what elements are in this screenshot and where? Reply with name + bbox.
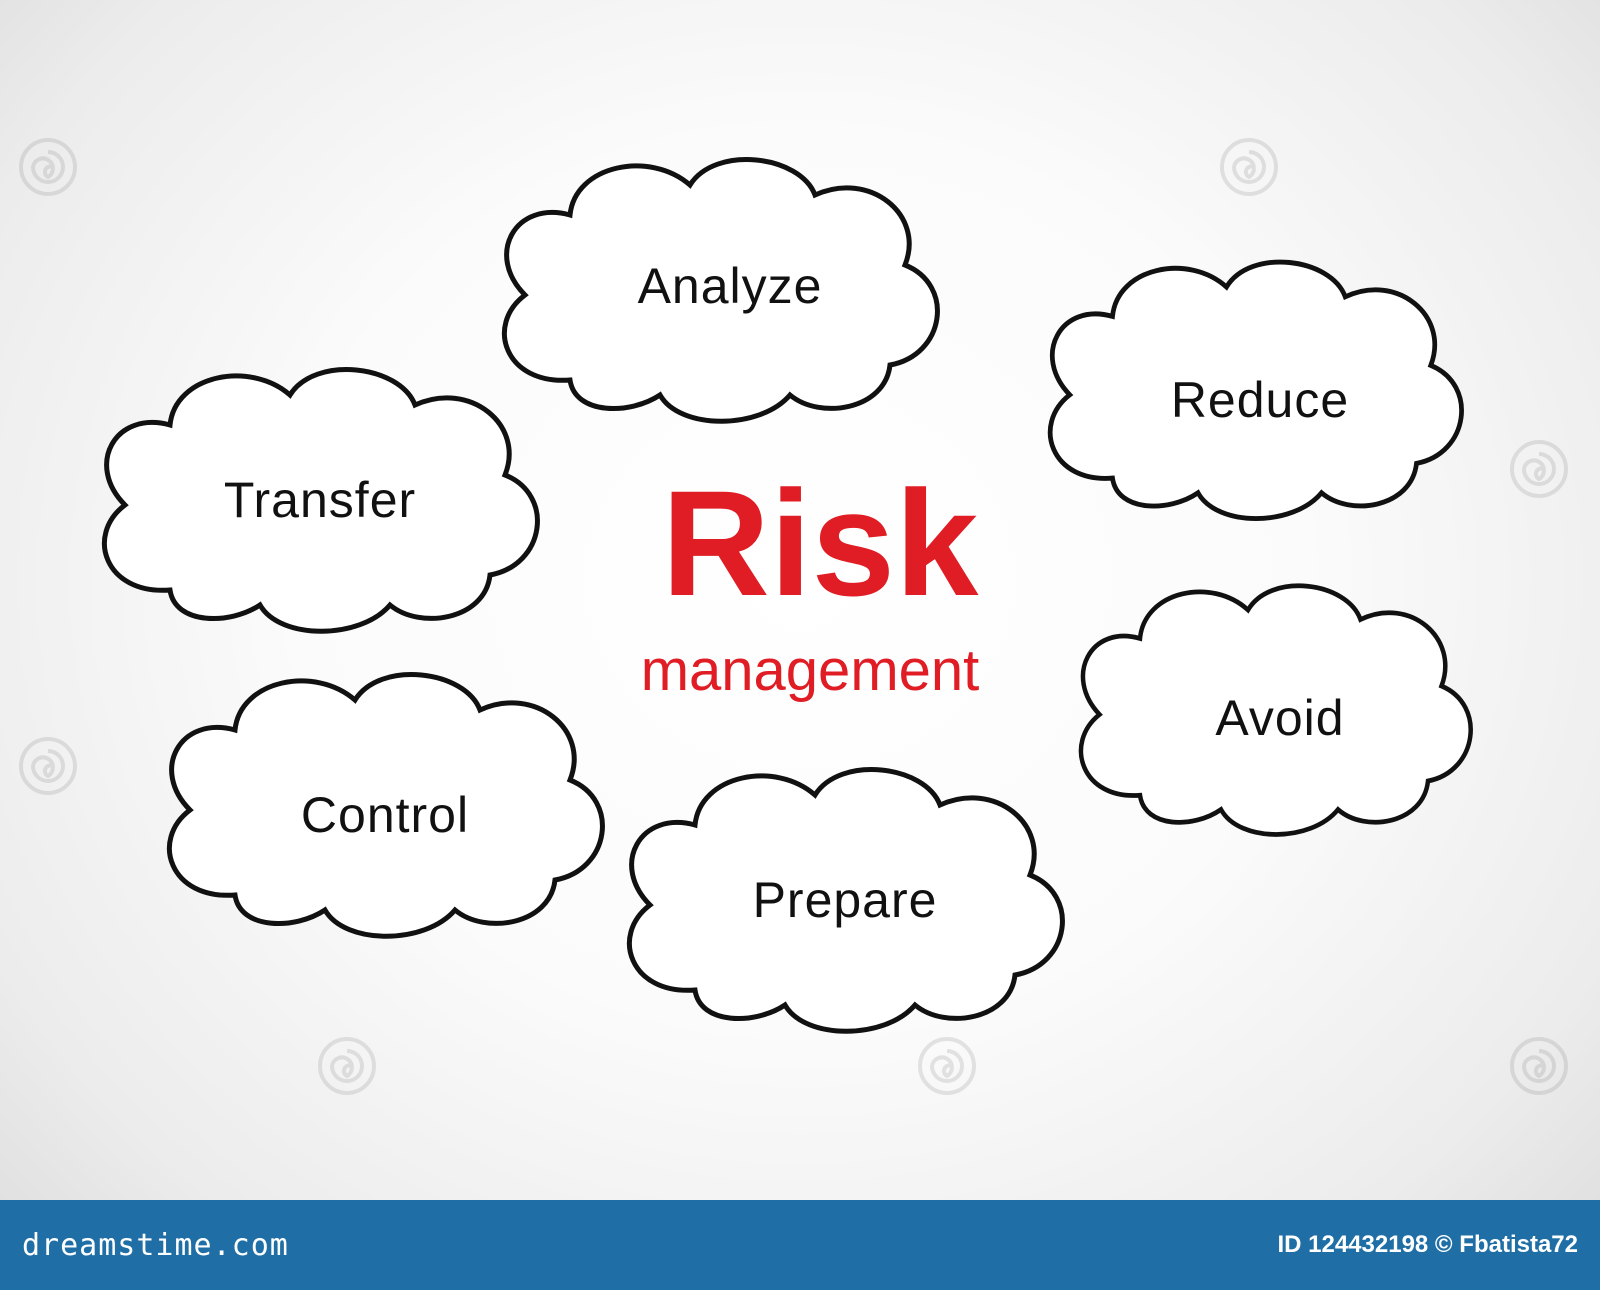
- cloud-control: Control: [169, 675, 602, 937]
- risk-management-diagram: Analyze Reduce Transfer Avoid Control Pr…: [0, 0, 1600, 1200]
- watermark-spiral-icon: [1508, 1035, 1570, 1097]
- watermark-spiral-icon: [916, 1035, 978, 1097]
- footer-site-name: dreamstime.com: [22, 1227, 289, 1263]
- cloud-analyze: Analyze: [504, 160, 937, 422]
- cloud-label-avoid: Avoid: [1215, 690, 1344, 746]
- cloud-transfer: Transfer: [104, 370, 537, 632]
- watermark-spiral-icon: [316, 1035, 378, 1097]
- footer-image-id: ID 124432198 © Fbatista72: [1277, 1231, 1578, 1258]
- watermark-spiral-icon: [17, 735, 79, 797]
- watermark-spiral-icon: [1218, 136, 1280, 198]
- cloud-label-control: Control: [301, 787, 469, 843]
- stock-footer-bar: dreamstime.com ID 124432198 © Fbatista72: [0, 1200, 1600, 1290]
- cloud-label-transfer: Transfer: [224, 472, 416, 528]
- watermark-spiral-icon: [17, 136, 79, 198]
- cloud-reduce: Reduce: [1050, 262, 1461, 518]
- cloud-label-prepare: Prepare: [753, 872, 938, 928]
- watermark-spiral-icon: [1508, 438, 1570, 500]
- cloud-label-analyze: Analyze: [638, 258, 823, 314]
- center-title: Risk: [662, 459, 979, 627]
- center-subtitle: management: [641, 638, 980, 703]
- cloud-label-reduce: Reduce: [1171, 372, 1349, 428]
- cloud-avoid: Avoid: [1081, 586, 1471, 835]
- cloud-prepare: Prepare: [629, 770, 1062, 1032]
